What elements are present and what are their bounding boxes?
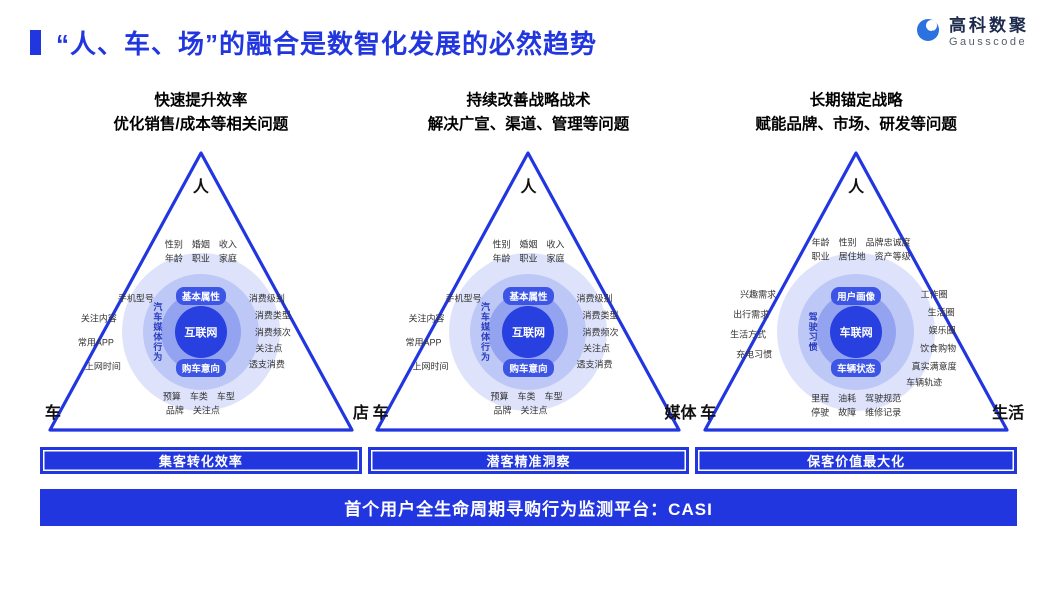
diagram-mini-label: 出行需求 <box>733 309 770 320</box>
diagram-center-label: 互联网 <box>174 306 227 358</box>
ring-label-bottom: 购车意向 <box>503 359 554 377</box>
vertex-label-top: 人 <box>192 179 209 196</box>
diagram-mini-label: 生活圈 <box>927 307 955 318</box>
diagram-mini-label: 驾驶习惯 <box>807 312 818 352</box>
diagram-mini-label: 透支消费 <box>248 359 285 370</box>
title-accent-bar <box>30 30 41 55</box>
diagram-mini-label: 消费频次 <box>582 327 619 338</box>
diagram-mini-label: 关注内容 <box>80 313 117 324</box>
column-heading-line1: 持续改善战略战术 <box>466 92 591 109</box>
column-heading-line1: 长期锚定战略 <box>809 92 903 109</box>
diagram-mini-label: 充电习惯 <box>736 349 773 360</box>
diagram-mini-label: 消费频次 <box>254 327 291 338</box>
column: 快速提升效率 优化销售/成本等相关问题 互联网 基本属性 购车意向 人 车 店 … <box>40 89 369 474</box>
vertex-label-right: 店 <box>352 405 369 422</box>
diagram-center-label: 车联网 <box>830 306 883 358</box>
triangle-outline <box>375 151 682 432</box>
column-banner: 潜客精准洞察 <box>367 447 690 474</box>
diagram-mini-label: 真实满意度 <box>911 361 957 372</box>
diagram-mini-label: 常用APP <box>77 337 114 348</box>
diagram-mini-label: 工作圈 <box>920 289 948 300</box>
logo-name-cn: 高科数聚 <box>949 16 1029 35</box>
diagram-mini-label: 年龄 性别 品牌忠诚度 <box>811 237 911 248</box>
triangle-diagram: 车联网 用户画像 车辆状态 人 车 生活 年龄 性别 品牌忠诚度职业 居住地 资… <box>696 147 1024 437</box>
diagram-mini-label: 品牌 关注点 <box>165 405 220 416</box>
vertex-label-right: 生活 <box>992 405 1025 422</box>
diagram-mini-label: 消费级别 <box>248 293 285 304</box>
header: “人、车、场”的融合是数智化发展的必然趋势 <box>0 0 1057 61</box>
diagram-mini-label: 生活方式 <box>730 329 767 340</box>
column-heading-line2: 解决广宣、渠道、管理等问题 <box>427 116 630 134</box>
diagram-mini-label: 性别 婚姻 收入 <box>492 239 565 250</box>
vertex-label-left: 车 <box>372 405 389 422</box>
column: 长期锚定战略 赋能品牌、市场、研发等问题 车联网 用户画像 车辆状态 人 车 生… <box>695 89 1024 474</box>
column-heading-line1: 快速提升效率 <box>154 92 248 109</box>
triangle-outline <box>48 151 354 432</box>
ring-label-top: 基本属性 <box>503 287 554 305</box>
diagram-mini-label: 年龄 职业 家庭 <box>492 253 565 264</box>
diagram-mini-labels: 性别 婚姻 收入年龄 职业 家庭手机型号关注内容常用APP 上网时间 消费级别消费类… <box>41 147 361 437</box>
diagram-mini-label: 汽车媒体行为 <box>479 302 490 362</box>
diagram-mini-label: 常用APP <box>405 337 442 348</box>
diagram-mini-label: 兴趣需求 <box>740 289 777 300</box>
column-heading-line2: 赋能品牌、市场、研发等问题 <box>755 116 957 134</box>
vertex-label-top: 人 <box>848 179 865 196</box>
column: 持续改善战略战术 解决广宣、渠道、管理等问题 互联网 基本属性 购车意向 人 车… <box>367 89 696 474</box>
ring-label-top: 用户画像 <box>831 287 882 305</box>
column-heading: 快速提升效率 优化销售/成本等相关问题 <box>40 89 362 143</box>
diagram-mini-label: 娱乐圈 <box>928 325 956 336</box>
diagram-mini-label: 性别 婚姻 收入 <box>164 239 237 250</box>
diagram-mini-label: 车辆轨迹 <box>906 377 943 388</box>
diagram-mini-label: 品牌 关注点 <box>493 405 548 416</box>
diagram-mini-label: 透支消费 <box>576 359 613 370</box>
diagram-center-label: 互联网 <box>502 306 555 358</box>
triangle-outline <box>703 151 1009 432</box>
diagram-mini-label: 上网时间 <box>412 361 449 372</box>
column-heading: 持续改善战略战术 解决广宣、渠道、管理等问题 <box>368 89 690 143</box>
diagram-mini-labels: 年龄 性别 品牌忠诚度职业 居住地 资产等级兴趣需求出行需求生活方式充电习惯 工作… <box>696 147 1016 437</box>
gausscode-logo-icon <box>913 15 943 45</box>
diagram-mini-label: 消费类型 <box>582 310 619 321</box>
columns-container: 快速提升效率 优化销售/成本等相关问题 互联网 基本属性 购车意向 人 车 店 … <box>40 89 1024 474</box>
diagram-mini-label: 汽车媒体行为 <box>152 302 163 362</box>
vertex-label-top: 人 <box>520 179 537 196</box>
diagram-mini-label: 关注内容 <box>408 313 445 324</box>
vertex-label-right: 媒体 <box>664 405 697 422</box>
diagram-mini-label: 年龄 职业 家庭 <box>164 253 237 264</box>
diagram-mini-labels: 性别 婚姻 收入年龄 职业 家庭手机型号关注内容常用APP 上网时间 消费级别消费类… <box>368 147 688 437</box>
column-banner: 集客转化效率 <box>40 447 362 474</box>
vertex-label-left: 车 <box>700 405 717 422</box>
diagram-mini-label: 饮食购物 <box>920 343 957 354</box>
diagram-mini-label: 关注点 <box>582 343 610 354</box>
ring-label-top: 基本属性 <box>175 287 226 305</box>
diagram-mini-label: 手机型号 <box>117 293 154 304</box>
triangle-diagram: 互联网 基本属性 购车意向 人 车 店 性别 婚姻 收入年龄 职业 家庭手机型号… <box>41 147 369 437</box>
triangle-diagram: 互联网 基本属性 购车意向 人 车 媒体 性别 婚姻 收入年龄 职业 家庭手机型… <box>368 147 696 437</box>
column-heading-line2: 优化销售/成本等相关问题 <box>113 116 289 134</box>
diagram-mini-label: 上网时间 <box>84 361 121 372</box>
diagram-mini-label: 职业 居住地 资产等级 <box>811 251 911 262</box>
vertex-label-left: 车 <box>44 405 61 422</box>
diagram-mini-label: 手机型号 <box>445 293 482 304</box>
ring-label-bottom: 车辆状态 <box>831 359 882 377</box>
ring-label-bottom: 购车意向 <box>175 359 226 377</box>
diagram-mini-label: 消费级别 <box>576 293 613 304</box>
diagram-mini-label: 停驶 故障 维修记录 <box>811 407 902 418</box>
diagram-mini-label: 消费类型 <box>254 310 291 321</box>
company-logo: 高科数聚 Gausscode <box>913 15 1029 50</box>
diagram-mini-label: 里程 油耗 驾驶规范 <box>811 393 902 404</box>
diagram-mini-label: 预算 车类 车型 <box>162 391 235 402</box>
logo-text-block: 高科数聚 Gausscode <box>949 15 1029 50</box>
column-banner: 保客价值最大化 <box>695 447 1017 474</box>
diagram-mini-label: 关注点 <box>255 343 283 354</box>
page-title: “人、车、场”的融合是数智化发展的必然趋势 <box>56 29 598 59</box>
diagram-mini-label: 预算 车类 车型 <box>490 391 563 402</box>
column-heading: 长期锚定战略 赋能品牌、市场、研发等问题 <box>695 89 1017 143</box>
logo-name-en: Gausscode <box>949 36 1028 49</box>
bottom-banner: 首个用户全生命周期寻购行为监测平台：CASI <box>40 489 1017 526</box>
